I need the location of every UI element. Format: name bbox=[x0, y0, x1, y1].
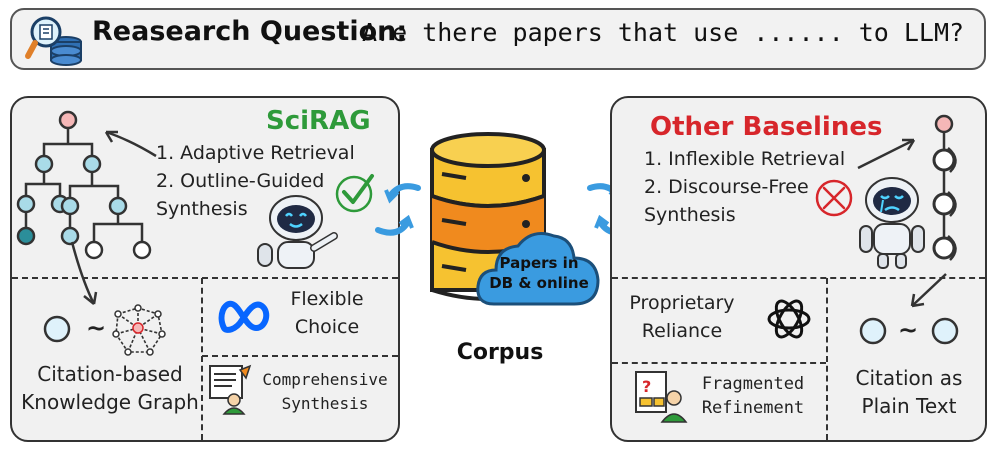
node-circle-icon-right bbox=[931, 317, 959, 345]
scirag-title: SciRAG bbox=[266, 106, 371, 136]
sad-robot-icon bbox=[859, 177, 925, 269]
fragmented-doc-icon: ? bbox=[635, 371, 688, 423]
linear-chain-diagram bbox=[932, 114, 957, 261]
network-graph-icon bbox=[112, 304, 166, 356]
fragmented-line-1: Fragmented bbox=[701, 374, 805, 394]
corpus-label: Corpus bbox=[456, 340, 544, 365]
citation-line-1: Citation as bbox=[855, 366, 963, 390]
question-text: Are there papers that use ...... to LLM? bbox=[362, 18, 965, 47]
svg-text:?: ? bbox=[642, 377, 651, 396]
flexible-choice-line-1: Flexible bbox=[290, 288, 364, 310]
cloud-icon bbox=[476, 232, 600, 306]
scirag-panel bbox=[10, 96, 400, 442]
baselines-panel bbox=[610, 96, 987, 442]
cross-icon bbox=[815, 179, 853, 217]
graph-arrow bbox=[70, 241, 98, 305]
scirag-divider-vertical bbox=[201, 278, 203, 440]
citation-tree-diagram bbox=[16, 110, 152, 260]
citation-line-2: Plain Text bbox=[861, 394, 957, 418]
meta-logo-icon bbox=[218, 300, 270, 333]
node-circle-icon-left bbox=[859, 317, 887, 345]
scirag-divider-horizontal bbox=[12, 277, 398, 279]
proprietary-line-2: Reliance bbox=[641, 320, 723, 342]
fragmented-line-2: Refinement bbox=[701, 398, 805, 418]
scirag-point-2-line-1: 2. Outline-Guided bbox=[156, 170, 325, 192]
comprehensive-line-2: Synthesis bbox=[281, 394, 369, 413]
retrieval-arrow bbox=[104, 130, 157, 158]
baselines-point-2-line-2: Synthesis bbox=[644, 204, 736, 226]
left-exchange-arrows bbox=[375, 183, 421, 236]
happy-robot-icon bbox=[257, 195, 338, 269]
writer-icon bbox=[209, 364, 252, 415]
flexible-choice-line-2: Choice bbox=[294, 316, 360, 338]
graph-caption-line-2: Knowledge Graph bbox=[21, 390, 199, 414]
node-circle-icon bbox=[43, 315, 71, 343]
plain-text-arrow bbox=[910, 273, 947, 308]
baselines-point-2-line-1: 2. Discourse-Free bbox=[644, 176, 809, 198]
scirag-divider-right bbox=[202, 355, 398, 357]
baselines-divider-vertical bbox=[826, 278, 828, 440]
question-label: Reasearch Question: bbox=[92, 16, 408, 47]
cloud-label-line-1: Papers in bbox=[499, 254, 579, 272]
openai-logo-icon bbox=[767, 299, 811, 339]
plain-text-tilde: ~ bbox=[898, 316, 919, 344]
graph-caption-line-1: Citation-based bbox=[37, 362, 183, 386]
search-database-icon bbox=[25, 16, 82, 66]
baselines-divider-horizontal bbox=[612, 277, 985, 279]
proprietary-line-1: Proprietary bbox=[629, 292, 735, 314]
scirag-point-1: 1. Adaptive Retrieval bbox=[156, 142, 355, 164]
check-icon bbox=[335, 174, 374, 213]
inflexible-arrow bbox=[857, 138, 916, 170]
scirag-point-2-line-2: Synthesis bbox=[156, 198, 248, 220]
baselines-title: Other Baselines bbox=[650, 112, 883, 142]
baselines-point-1: 1. Inflexible Retrieval bbox=[644, 148, 846, 170]
baselines-divider-left bbox=[612, 362, 826, 364]
graph-tilde: ~ bbox=[86, 314, 107, 342]
cloud-label-line-2: DB & online bbox=[489, 274, 589, 292]
research-question-box bbox=[10, 8, 986, 70]
comprehensive-line-1: Comprehensive bbox=[262, 370, 388, 389]
